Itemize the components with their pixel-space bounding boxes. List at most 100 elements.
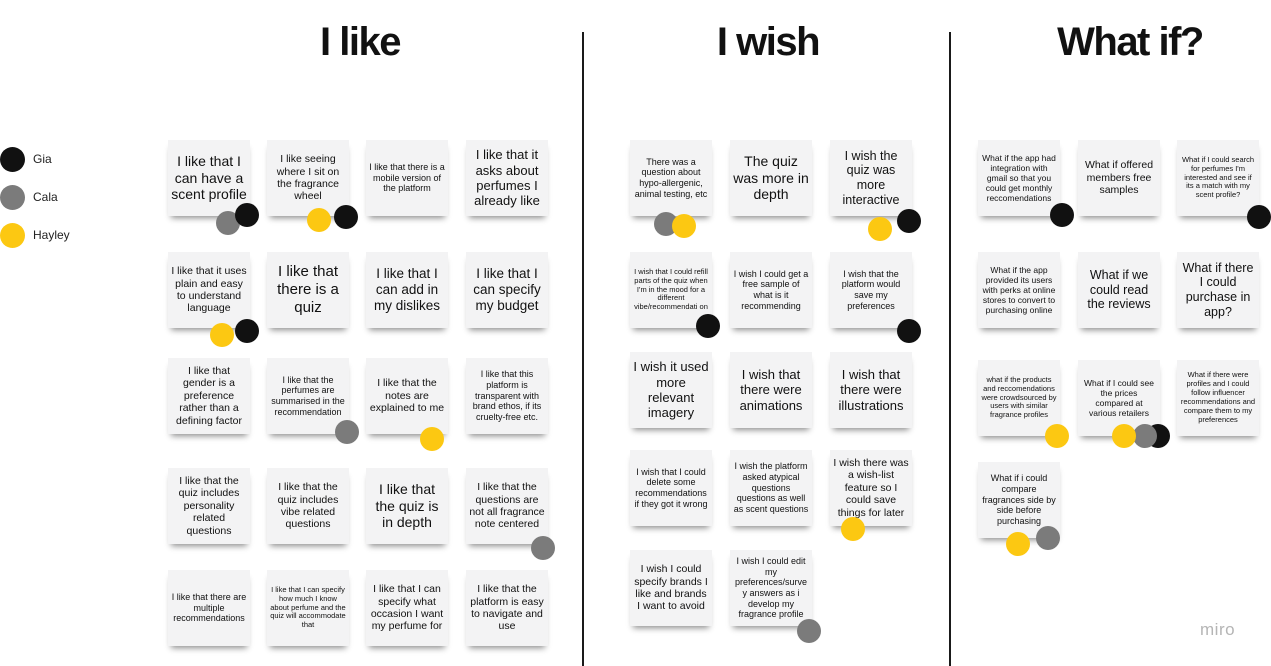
sticky-note[interactable]: What if the app provided its users with … [978,252,1060,328]
vote-dot-hayley[interactable] [210,323,234,347]
sticky-note[interactable]: I wish I could edit my preferences/surve… [730,550,812,626]
legend-dot-icon [0,184,25,210]
sticky-note-text: What if the app provided its users with … [982,264,1056,316]
sticky-note-text: What if the app had integration with gma… [982,152,1056,204]
sticky-note[interactable]: I like that the perfumes are summarised … [267,358,349,434]
sticky-note[interactable]: There was a question about hypo-allergen… [630,140,712,216]
vote-dot-cala[interactable] [335,420,359,444]
sticky-note[interactable]: I wish I could get a free sample of what… [730,252,812,328]
sticky-note-text: I like that it asks about perfumes I alr… [474,147,540,209]
sticky-note-text: I like that there are multiple recommend… [171,592,247,624]
sticky-note-text: I wish the quiz was more interactive [842,148,900,207]
sticky-note[interactable]: I like that there is a mobile version of… [366,140,448,216]
vote-dot-hayley[interactable] [841,517,865,541]
sticky-note[interactable]: I wish it used more relevant imagery [630,352,712,428]
vote-dot-hayley[interactable] [672,214,696,238]
sticky-note[interactable]: The quiz was more in depth [730,140,812,216]
vote-dot-gia[interactable] [334,205,358,229]
sticky-note[interactable]: I like that the quiz includes vibe relat… [267,468,349,544]
sticky-note[interactable]: I wish there was a wish-list feature so … [830,450,912,526]
sticky-note[interactable]: I wish that I could refill parts of the … [630,252,712,328]
vote-dot-cala[interactable] [797,619,821,643]
sticky-note[interactable]: What if there I could purchase in app? [1177,252,1259,328]
vote-dot-gia[interactable] [696,314,720,338]
sticky-note-text: I like that there is a quiz [277,263,339,316]
sticky-note-text: What if offered members free samples [1084,159,1154,197]
vote-dot-gia[interactable] [897,209,921,233]
sticky-note[interactable]: I like that gender is a preference rathe… [168,358,250,434]
sticky-note[interactable]: I like seeing where I sit on the fragran… [267,140,349,216]
sticky-note-text: I wish that the platform would save my p… [841,268,901,311]
sticky-note[interactable]: What if I could search for perfumes I'm … [1177,140,1259,216]
vote-dot-gia[interactable] [897,319,921,343]
sticky-note-text: I like that this platform is transparent… [472,369,542,422]
vote-dot-gia[interactable] [1247,205,1271,229]
sticky-note[interactable]: I like that there are multiple recommend… [168,570,250,646]
sticky-note[interactable]: I like that the quiz is in depth [366,468,448,544]
vote-dot-gia[interactable] [1050,203,1074,227]
sticky-note-text: I like that it uses plain and easy to un… [171,265,247,315]
sticky-note[interactable]: I like that I can specify my budget [466,252,548,328]
sticky-note[interactable]: What if the app had integration with gma… [978,140,1060,216]
column-title-i-like: I like [320,20,401,64]
column-title-i-wish: I wish [716,20,821,64]
sticky-note[interactable]: I like that it uses plain and easy to un… [168,252,250,328]
sticky-note-text: What if we could read the reviews [1087,267,1151,312]
column-title-what-if: What if? [1057,20,1204,64]
sticky-note[interactable]: I like that the questions are not all fr… [466,468,548,544]
sticky-note[interactable]: I like that the quiz includes personalit… [168,468,250,544]
sticky-note[interactable]: I like that the notes are explained to m… [366,358,448,434]
sticky-note[interactable]: What if I could see the prices compared … [1078,360,1160,436]
sticky-note[interactable]: I like that this platform is transparent… [466,358,548,434]
sticky-note[interactable]: I like that it asks about perfumes I alr… [466,140,548,216]
vote-dot-hayley[interactable] [1112,424,1136,448]
sticky-note-text: What if there I could purchase in app? [1182,260,1254,319]
sticky-note[interactable]: I wish the quiz was more interactive [830,140,912,216]
sticky-note-text: I like that I can add in my dislikes [373,266,440,313]
vote-dot-hayley[interactable] [420,427,444,451]
sticky-note-text: I like that I can have a scent profile [171,153,247,203]
sticky-note[interactable]: I wish that there were illustrations [830,352,912,428]
vote-dot-hayley[interactable] [307,208,331,232]
sticky-note[interactable]: I like that there is a quiz [267,252,349,328]
sticky-note[interactable]: I wish the platform asked atypical quest… [730,450,812,526]
sticky-note[interactable]: I like that the platform is easy to navi… [466,570,548,646]
sticky-note[interactable]: I wish that the platform would save my p… [830,252,912,328]
sticky-note[interactable]: I wish that there were animations [730,352,812,428]
sticky-note[interactable]: I like that I can have a scent profile [168,140,250,216]
sticky-note-text: I like that there is a mobile version of… [369,162,445,194]
vote-dot-gia[interactable] [235,319,259,343]
sticky-note-text: What if I could see the prices compared … [1084,377,1154,419]
vote-dot-cala[interactable] [1133,424,1157,448]
vote-dot-cala[interactable] [1036,526,1060,550]
sticky-note[interactable]: What if we could read the reviews [1078,252,1160,328]
sticky-note-text: I wish there was a wish-list feature so … [833,457,909,519]
sticky-note[interactable]: I like that I can add in my dislikes [366,252,448,328]
sticky-note[interactable]: what if the products and reccomendations… [978,360,1060,436]
sticky-note-text: I wish that there were animations [739,367,803,413]
vote-dot-cala[interactable] [531,536,555,560]
legend-label: Gia [33,152,52,166]
sticky-note-text: What if there were profiles and I could … [1180,370,1256,424]
sticky-note-text: I wish I could edit my preferences/surve… [734,556,808,620]
vote-dot-hayley[interactable] [1006,532,1030,556]
sticky-note[interactable]: I like that I can specify what occasion … [366,570,448,646]
sticky-note-text: I like that the questions are not all fr… [469,481,545,531]
sticky-note[interactable]: What if offered members free samples [1078,140,1160,216]
sticky-note[interactable]: I like that I can specify how much I kno… [267,570,349,646]
sticky-note-text: I like that the platform is easy to navi… [470,583,544,633]
column-divider [582,32,584,666]
sticky-note-text: The quiz was more in depth [733,153,809,203]
vote-dot-hayley[interactable] [868,217,892,241]
sticky-note[interactable]: What if i could compare fragrances side … [978,462,1060,538]
vote-dot-hayley[interactable] [1045,424,1069,448]
sticky-note-text: What if i could compare fragrances side … [982,473,1056,526]
sticky-note[interactable]: What if there were profiles and I could … [1177,360,1259,436]
vote-dot-gia[interactable] [235,203,259,227]
sticky-note[interactable]: I wish that I could delete some recommen… [630,450,712,526]
sticky-note-text: I like that I can specify how much I kno… [270,584,346,630]
sticky-note[interactable]: I wish I could specify brands I like and… [630,550,712,626]
sticky-note-text: what if the products and reccomendations… [981,374,1057,420]
sticky-note-text: I like seeing where I sit on the fragran… [276,153,340,203]
sticky-note-text: I like that the notes are explained to m… [369,377,445,415]
